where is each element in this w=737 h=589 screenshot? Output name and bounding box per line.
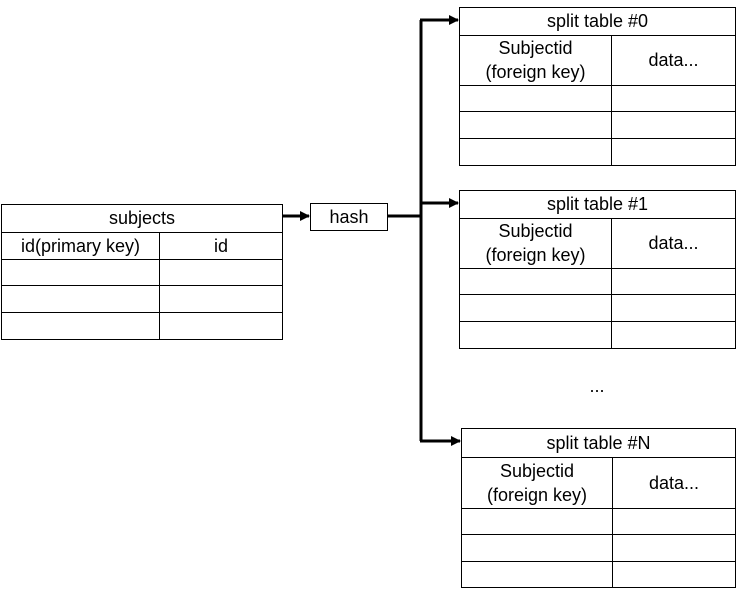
split-table-title: split table #1: [460, 191, 735, 219]
subjects-col-primary-key: id(primary key): [2, 232, 160, 259]
table-row: [460, 322, 735, 348]
subjects-col-id: id: [213, 235, 228, 256]
table-row: [462, 535, 735, 562]
split-col-data: data...: [648, 472, 700, 493]
table-row: [2, 259, 282, 286]
table-row: [460, 268, 735, 295]
table-row: [460, 295, 735, 322]
table-row: [460, 112, 735, 139]
split-col-subjectid: Subjectid (foreign key): [460, 35, 612, 85]
split-col-data: data...: [648, 233, 699, 253]
table-row: [460, 85, 735, 112]
hash-box: hash: [310, 203, 388, 231]
table-row: [462, 508, 735, 535]
split-col-subjectid: Subjectid (foreign key): [460, 218, 612, 268]
split-table-title: split table #N: [462, 429, 735, 458]
table-row: [2, 313, 282, 339]
split-col-data: data...: [648, 50, 699, 70]
split-table-0: split table #0 Subjectid (foreign key) d…: [459, 7, 736, 166]
split-table-header: Subjectid (foreign key) data...: [460, 218, 735, 269]
split-col-subjectid: Subjectid (foreign key): [462, 457, 613, 508]
table-row: [460, 139, 735, 165]
ellipsis-more-tables: ...: [589, 376, 605, 396]
split-table-1: split table #1 Subjectid (foreign key) d…: [459, 190, 736, 349]
split-table-header: Subjectid (foreign key) data...: [460, 35, 735, 86]
split-table-n: split table #N Subjectid (foreign key) d…: [461, 428, 736, 588]
table-row: [2, 286, 282, 313]
table-row: [462, 562, 735, 587]
split-table-header: Subjectid (foreign key) data...: [462, 457, 735, 509]
subjects-table-header: id(primary key) id: [2, 232, 282, 260]
subjects-table: subjects id(primary key) id: [1, 204, 283, 340]
split-table-title: split table #0: [460, 8, 735, 36]
subjects-table-title: subjects: [2, 205, 282, 233]
